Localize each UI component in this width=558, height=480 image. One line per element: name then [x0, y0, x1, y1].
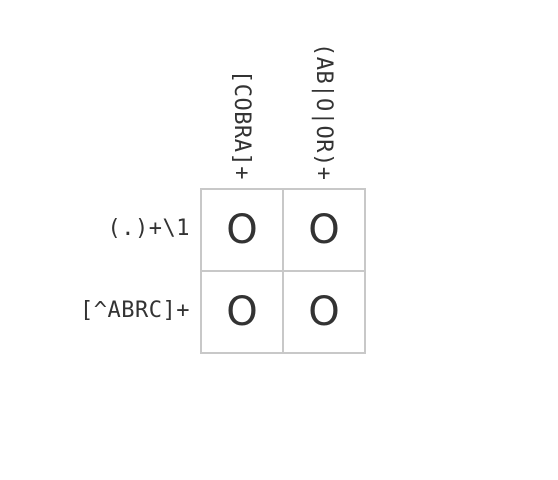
grid-cell-r1-c1[interactable]: O	[202, 190, 284, 272]
grid-cell-r2-c1[interactable]: O	[202, 272, 284, 354]
grid-cell-r2-c2[interactable]: O	[284, 272, 366, 354]
answer-grid: O O O O	[200, 188, 366, 354]
row-clue-1: (.)+\1	[107, 216, 190, 241]
column-clue-1-text: [COBRA]+	[229, 70, 254, 180]
row-clue-2: [^ABRC]+	[80, 298, 190, 323]
column-clue-2-text: (AB|O|OR)+	[311, 42, 336, 180]
grid-cell-r1-c2[interactable]: O	[284, 190, 366, 272]
